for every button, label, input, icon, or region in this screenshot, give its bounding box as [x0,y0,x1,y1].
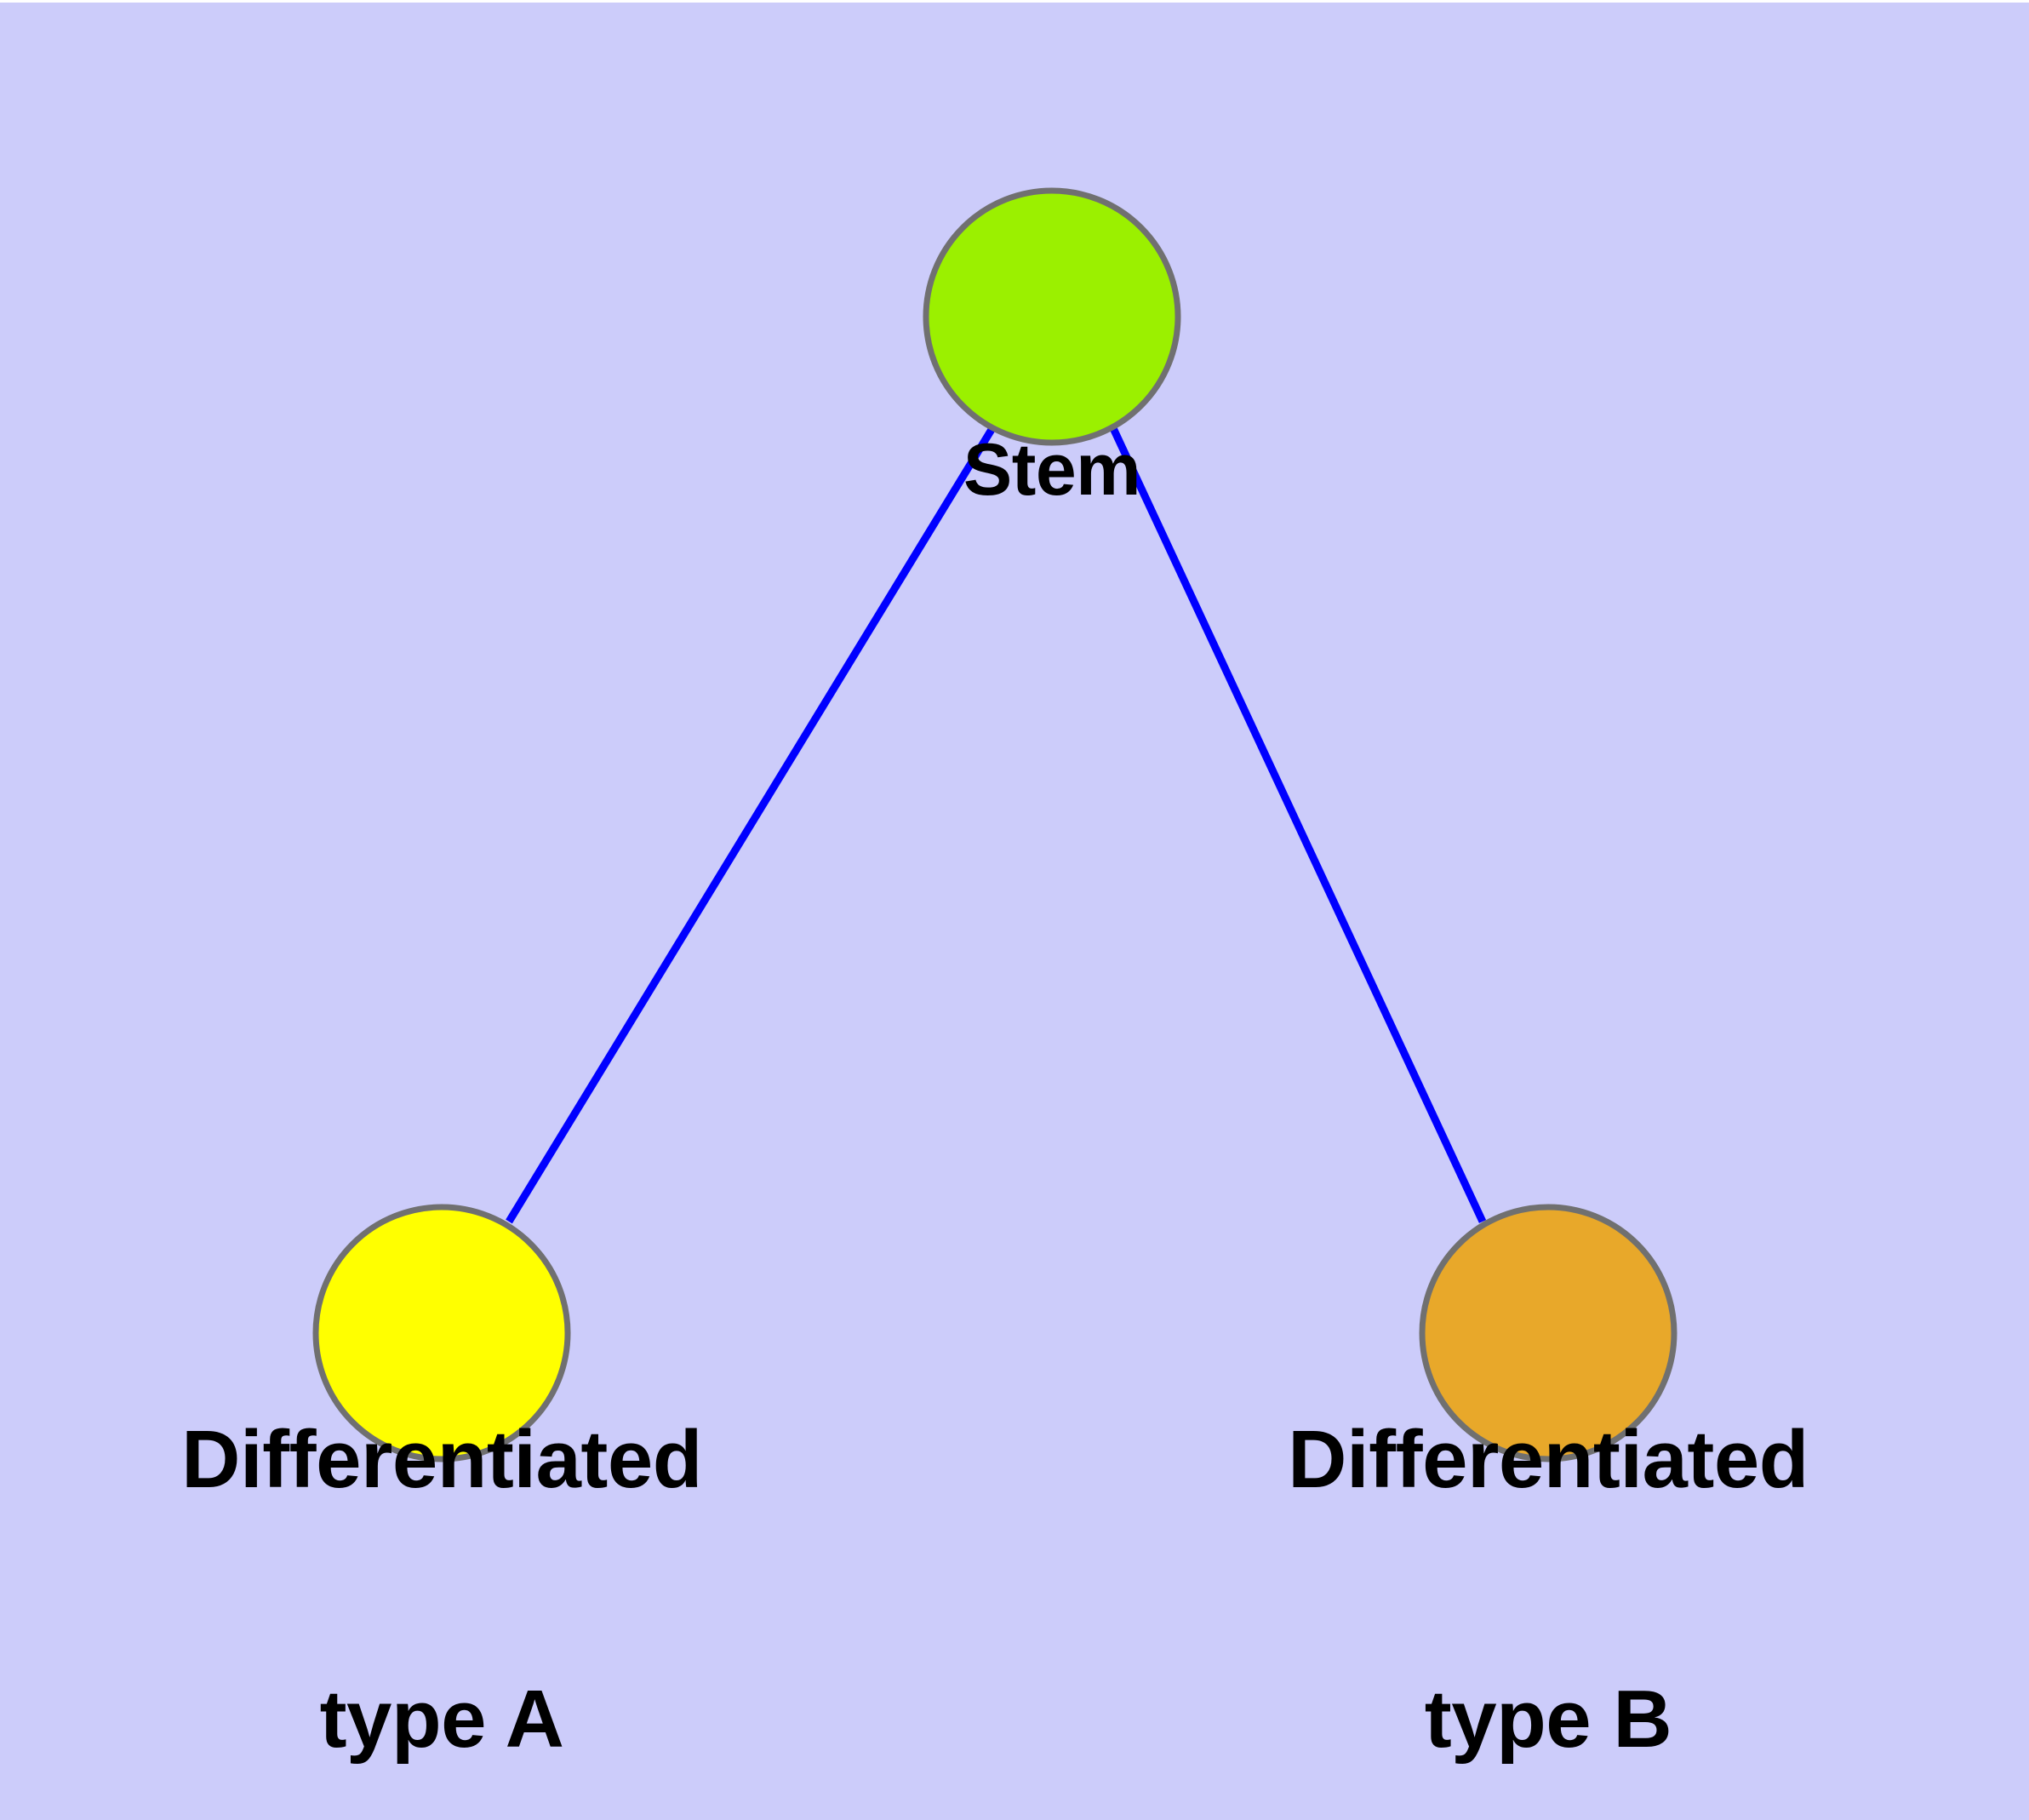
edge-group [506,426,1487,1224]
edge-stem-to-differentiated-type-b[interactable] [1109,426,1487,1223]
node-stem[interactable] [923,187,1181,446]
node-differentiated-type-b[interactable] [1419,1204,1677,1462]
edge-stem-to-differentiated-type-a[interactable] [506,426,996,1224]
node-group [312,187,1677,1462]
canvas-top-edge [0,0,2029,3]
node-differentiated-type-a[interactable] [312,1204,571,1462]
